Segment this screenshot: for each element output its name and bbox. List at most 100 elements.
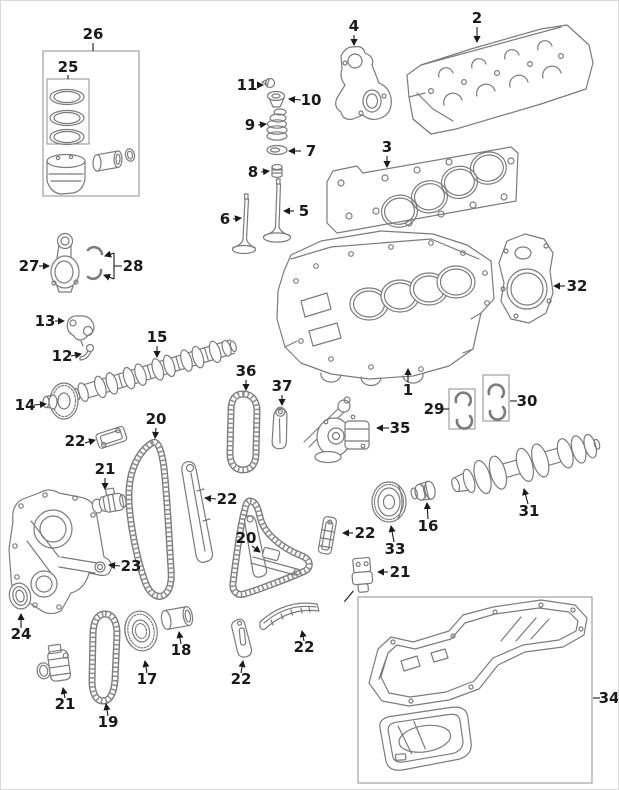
callout-25: 25 xyxy=(58,58,79,79)
svg-text:4: 4 xyxy=(349,17,359,35)
svg-text:29: 29 xyxy=(424,400,445,418)
callout-20b: 20 xyxy=(236,529,261,553)
svg-text:31: 31 xyxy=(519,502,540,520)
cylinder-head xyxy=(406,24,594,135)
svg-text:25: 25 xyxy=(58,58,79,76)
callout-16: 16 xyxy=(418,501,438,535)
callout-32: 32 xyxy=(552,277,588,295)
callout-24: 24 xyxy=(11,612,32,643)
chain-guide-curved xyxy=(259,602,320,631)
callout-13: 13 xyxy=(35,312,66,330)
oil-pump-chain-guide xyxy=(271,406,288,450)
callout-7: 7 xyxy=(287,142,316,160)
chain-guide-lower xyxy=(231,618,253,658)
svg-text:28: 28 xyxy=(123,257,144,275)
callout-19: 19 xyxy=(98,702,119,731)
svg-text:21: 21 xyxy=(95,460,116,478)
svg-text:3: 3 xyxy=(382,138,392,156)
svg-text:20: 20 xyxy=(146,410,167,428)
connecting-rod xyxy=(50,232,80,293)
svg-text:7: 7 xyxy=(306,142,316,160)
callout-12: 12 xyxy=(52,347,83,365)
callout-34: 34 xyxy=(593,689,619,707)
svg-text:32: 32 xyxy=(567,277,588,295)
callout-30: 30 xyxy=(510,392,537,410)
callout-22b: 22 xyxy=(203,490,238,508)
svg-text:12: 12 xyxy=(52,347,73,365)
engine-block xyxy=(276,230,495,387)
crankshaft-sprocket xyxy=(410,480,436,501)
svg-text:22: 22 xyxy=(217,490,238,508)
svg-text:5: 5 xyxy=(299,202,309,220)
callout-18: 18 xyxy=(171,630,192,659)
tensioner-sprocket xyxy=(124,610,158,652)
svg-text:23: 23 xyxy=(121,557,142,575)
chain-guide-rail-left xyxy=(181,461,214,563)
callout-27: 27 xyxy=(19,257,51,275)
front-timing-cover xyxy=(8,489,112,615)
valve-left xyxy=(231,193,257,255)
callout-15: 15 xyxy=(147,328,168,359)
svg-text:36: 36 xyxy=(236,362,257,380)
svg-text:6: 6 xyxy=(220,210,230,228)
svg-text:9: 9 xyxy=(245,116,255,134)
callout-37: 37 xyxy=(272,377,293,407)
callout-8: 8 xyxy=(248,163,271,181)
valve-stem-seal xyxy=(271,163,283,179)
chain-guide-pad xyxy=(95,425,128,449)
valve-spring xyxy=(266,108,288,141)
pin-circlip xyxy=(124,148,136,162)
svg-text:22: 22 xyxy=(355,524,376,542)
tensioner-bushing xyxy=(160,606,194,630)
piston-ring-set xyxy=(49,88,85,146)
svg-text:17: 17 xyxy=(137,670,158,688)
callout-33: 33 xyxy=(385,524,405,558)
svg-text:26: 26 xyxy=(83,25,104,43)
callout-2: 2 xyxy=(472,9,482,44)
svg-text:19: 19 xyxy=(98,713,119,731)
callout-29: 29 xyxy=(424,400,449,418)
callout-9: 9 xyxy=(245,116,268,134)
svg-text:34: 34 xyxy=(599,689,619,707)
svg-text:21: 21 xyxy=(390,563,411,581)
svg-text:1: 1 xyxy=(403,381,413,399)
rocker-arm xyxy=(66,315,95,347)
callout-22d: 22 xyxy=(294,629,315,656)
svg-text:24: 24 xyxy=(11,625,32,643)
svg-text:30: 30 xyxy=(517,392,538,410)
callout-4: 4 xyxy=(349,17,359,47)
svg-text:18: 18 xyxy=(171,641,192,659)
callout-22e: 22 xyxy=(231,659,252,688)
svg-text:37: 37 xyxy=(272,377,293,395)
svg-text:22: 22 xyxy=(294,638,315,656)
svg-text:27: 27 xyxy=(19,257,40,275)
callout-22a: 22 xyxy=(65,432,97,450)
svg-text:15: 15 xyxy=(147,328,168,346)
cylinder-head-gasket xyxy=(326,146,519,234)
camshaft xyxy=(72,339,237,402)
svg-text:21: 21 xyxy=(55,695,76,713)
callout-22c: 22 xyxy=(341,524,376,542)
rear-cover-plate xyxy=(498,233,554,324)
oil-pump-chain xyxy=(230,394,257,470)
callout-6: 6 xyxy=(220,210,243,228)
camshaft-solenoid-right xyxy=(343,556,374,603)
svg-text:22: 22 xyxy=(65,432,86,450)
callout-28: 28 xyxy=(103,250,144,281)
valve-keeper xyxy=(261,77,276,89)
svg-text:10: 10 xyxy=(301,91,322,109)
end-cover-plate xyxy=(335,46,392,121)
valve-right xyxy=(262,178,292,243)
svg-text:22: 22 xyxy=(231,670,252,688)
camshaft-adjuster xyxy=(42,382,79,420)
svg-text:20: 20 xyxy=(236,529,257,547)
svg-text:2: 2 xyxy=(472,9,482,27)
oil-pan-box xyxy=(357,596,593,784)
callout-17: 17 xyxy=(137,659,158,688)
callout-14: 14 xyxy=(15,396,48,414)
piston-pin xyxy=(92,150,123,172)
chain-guide-center xyxy=(317,516,338,555)
callout-1: 1 xyxy=(403,367,413,399)
callout-20a: 20 xyxy=(146,410,167,440)
